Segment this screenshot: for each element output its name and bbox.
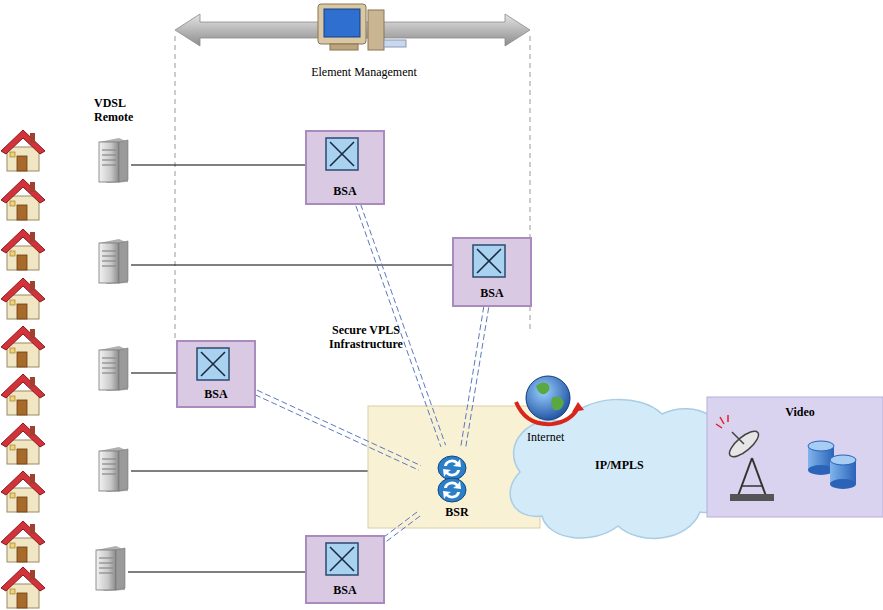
- node-label: Video: [707, 405, 883, 420]
- satellite-dish: [716, 415, 774, 501]
- cloud-node: InternetIP/MPLS: [505, 392, 730, 544]
- bsa-node: BSA: [452, 237, 532, 307]
- bsa-node: BSA: [305, 535, 385, 604]
- switch-icon: [196, 347, 230, 381]
- annotation-label: Element Management: [296, 65, 432, 79]
- vdsl-remote-icons: [96, 138, 128, 591]
- node-label: BSA: [178, 387, 254, 402]
- node-label: BSA: [454, 286, 530, 301]
- annotation-label: Secure VPLS Infrastructure: [318, 323, 414, 352]
- bsr-node: BSR: [420, 446, 494, 524]
- switch-icon: [472, 244, 506, 278]
- router-icon: [438, 456, 466, 502]
- bsa-node: BSA: [176, 340, 256, 408]
- bsa-node: BSA: [305, 130, 385, 205]
- house-icons: [1, 130, 45, 608]
- vpls-connector: [461, 307, 489, 447]
- internet-globe: [516, 376, 584, 424]
- storage-cylinders: [808, 441, 856, 489]
- vpls-connector: [255, 390, 421, 470]
- switch-icon: [325, 542, 359, 576]
- computer-icon: [318, 4, 406, 50]
- ip-mpls-cloud: [510, 399, 736, 538]
- node-label: BSR: [420, 505, 494, 520]
- bsr-region: [368, 406, 540, 528]
- cloud-label: Internet: [527, 430, 564, 445]
- node-label: BSA: [307, 583, 383, 598]
- video-node: Video: [707, 397, 883, 517]
- switch-icon: [325, 137, 359, 171]
- network-label: IP/MPLS: [595, 458, 644, 473]
- vpls-connector: [383, 511, 421, 541]
- annotation-label: VDSL Remote: [94, 96, 150, 125]
- node-label: BSA: [307, 184, 383, 199]
